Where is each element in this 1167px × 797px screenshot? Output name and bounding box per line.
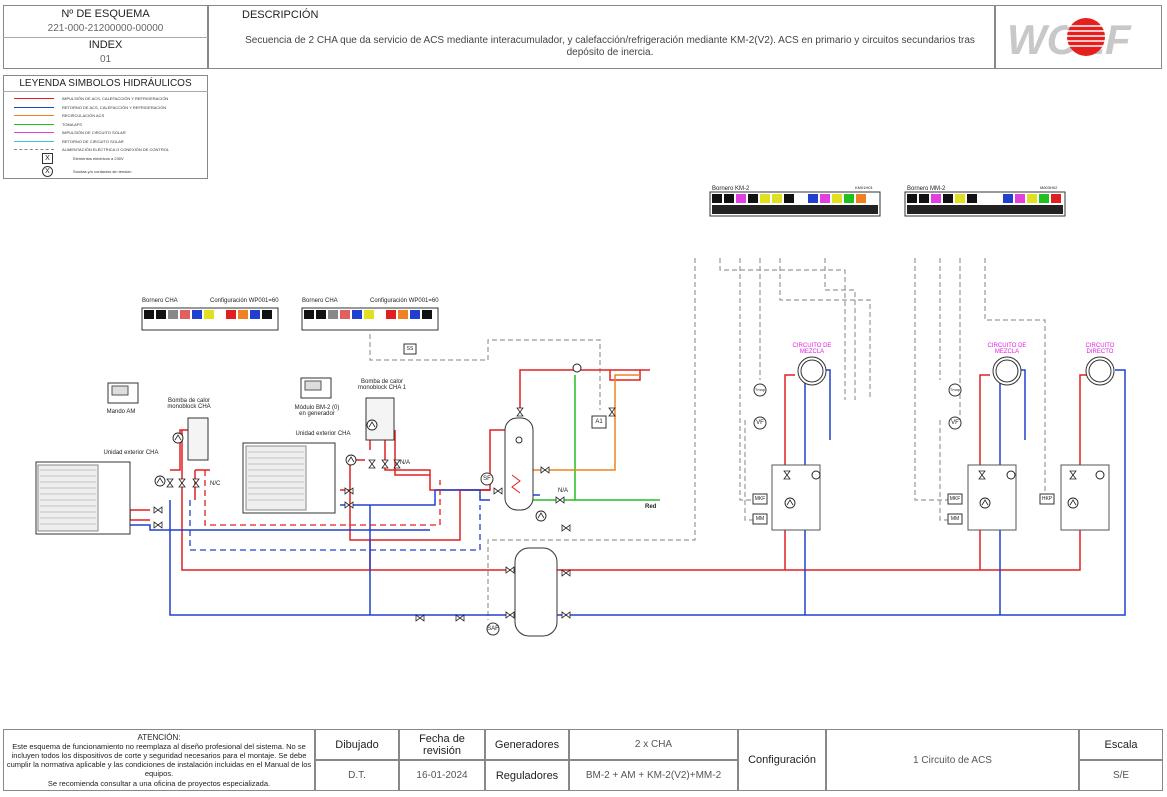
generadores-label: Generadores	[485, 729, 569, 760]
na-label-2: N/A	[558, 488, 569, 494]
legend-row: RETORNO DE CIRCUITO SOLAR	[14, 139, 124, 144]
mm-1-label: MM	[755, 516, 765, 522]
index-label: INDEX	[88, 39, 123, 51]
mkf-2-label: MKF	[949, 496, 961, 502]
hkp-label: HKP	[1041, 496, 1053, 502]
legend-line	[14, 98, 54, 99]
escala-label: Escala	[1079, 729, 1163, 760]
legend-row: IMPULSIÓN DE ACS, CALEFACCIÓN Y REFRIGER…	[14, 96, 168, 101]
circuito-directo-label: CIRCUITO DIRECTO	[1085, 343, 1115, 355]
legend-text: ALIMENTACIÓN ELÉCTRICA O CONEXIÓN DE CON…	[62, 147, 170, 152]
bomba-1-label: Bomba de calor monoblock CHA	[167, 398, 211, 410]
unidad-2-label: Unidad exterior CHA	[295, 431, 351, 437]
escala-value: S/E	[1079, 760, 1163, 791]
legend-row: TOMA AFS	[14, 122, 82, 127]
generadores-value: 2 x CHA	[569, 729, 738, 760]
index-value: 01	[99, 54, 112, 65]
legend-line	[14, 123, 54, 125]
wolf-logo: WOLF	[1003, 14, 1153, 60]
legend-line	[14, 132, 54, 133]
unidad-1-label: Unidad exterior CHA	[103, 450, 159, 456]
legend-row: IMPULSIÓN DE CIRCUITO SOLAR	[14, 130, 126, 135]
legend-row: ALIMENTACIÓN ELÉCTRICA O CONEXIÓN DE CON…	[14, 147, 169, 152]
nc-label: N/C	[210, 481, 221, 487]
reguladores-value: BM-2 + AM + KM-2(V2)+MM-2	[569, 760, 738, 791]
legend-text: IMPULSIÓN DE CIRCUITO SOLAR	[62, 130, 126, 135]
legend-symbol-row: X Elementos eléctricos a 230V	[42, 153, 124, 164]
tmop-1-label: Tmop	[754, 387, 766, 392]
scheme-label: Nº DE ESQUEMA	[61, 8, 150, 20]
outdoor-unit-1	[35, 461, 131, 535]
bornero-km2-label: Bornero KM-2	[712, 186, 750, 192]
legend-text: RECIRCULACIÓN ACS	[62, 113, 105, 118]
bornero-cha-2-strip	[301, 307, 439, 331]
legend-line	[14, 149, 54, 150]
legend-text: RETORNO DE CIRCUITO SOLAR	[62, 138, 124, 144]
bornero-mm2-strip	[904, 191, 1066, 217]
attention-text: Este esquema de funcionamiento no reempl…	[6, 742, 312, 778]
bornero-mm2-label: Bornero MM-2	[907, 186, 946, 192]
bornero-cha-1-strip	[141, 307, 279, 331]
dibujado-label: Dibujado	[315, 729, 399, 760]
bornero-km2-strip	[709, 191, 881, 217]
legend-text: TOMA AFS	[62, 121, 82, 127]
reguladores-label: Reguladores	[485, 760, 569, 791]
config-2-label: Configuración WP001=60	[370, 298, 439, 304]
na-label-1: N/A	[400, 460, 411, 466]
attention-title: ATENCIÓN:	[137, 733, 181, 742]
attention-box	[3, 729, 315, 791]
description-box	[208, 5, 995, 69]
configuracion-label: Configuración	[738, 729, 826, 791]
legend-box	[3, 75, 208, 179]
dibujado-value: D.T.	[315, 760, 399, 791]
mm-code-label: M603H02	[1040, 185, 1058, 190]
description-label: DESCRIPCIÓN	[242, 9, 319, 21]
ss-label: SS	[406, 346, 414, 352]
legend-line	[14, 140, 54, 142]
legend-symbol-text: Elementos eléctricos a 230V	[73, 156, 124, 161]
red-label: Red	[645, 504, 657, 510]
legend-symbol-row: X Sondas y/o contactos sin tensión	[42, 166, 131, 177]
boxed-x-icon: X	[42, 153, 53, 164]
description-text: Secuencia de 2 CHA que da servicio de AC…	[245, 35, 975, 58]
bomba-2-label: Bomba de calor monoblock CHA 1	[357, 379, 407, 391]
logo-box	[995, 5, 1162, 69]
circuito-mezcla-2-label: CIRCUITO DE MEZCLA	[987, 343, 1027, 355]
bornero-cha-2-label: Bornero CHA	[302, 298, 338, 304]
a1-label: A1	[595, 419, 603, 425]
tmop-2-label: Tmop	[949, 387, 961, 392]
modulo-bm2-label: Módulo BM-2 (0) en generador	[294, 405, 340, 417]
vf-2-label: VF	[951, 420, 959, 426]
km-code-label: KM01H01	[855, 185, 873, 190]
circled-x-icon: X	[42, 166, 53, 177]
legend-line	[14, 115, 54, 116]
attention-note: Se recomienda consultar a una oficina de…	[47, 779, 271, 788]
saf-label: SAF	[487, 626, 499, 632]
outdoor-unit-2	[242, 442, 336, 514]
legend-row: RETORNO DE ACS, CALEFACCIÓN Y REFRIGERAC…	[14, 105, 166, 110]
circuito-mezcla-1-label: CIRCUITO DE MEZCLA	[792, 343, 832, 355]
legend-symbol-text: Sondas y/o contactos sin tensión	[73, 169, 132, 174]
configuracion-value: 1 Circuito de ACS	[826, 729, 1079, 791]
legend-title: LEYENDA SIMBOLOS HIDRÁULICOS	[19, 78, 192, 89]
vf-1-label: VF	[756, 420, 764, 426]
legend-text: RETORNO DE ACS, CALEFACCIÓN Y REFRIGERAC…	[62, 104, 167, 110]
scheme-number: 221-000-21200000-00000	[47, 23, 164, 34]
mm-2-label: MM	[950, 516, 960, 522]
bornero-cha-1-label: Bornero CHA	[142, 298, 178, 304]
sf-label: SF	[483, 476, 491, 482]
fecha-value: 16-01-2024	[399, 760, 485, 791]
legend-row: RECIRCULACIÓN ACS	[14, 113, 104, 118]
legend-text: IMPULSIÓN DE ACS, CALEFACCIÓN Y REFRIGER…	[62, 96, 169, 101]
config-1-label: Configuración WP001=60	[210, 298, 279, 304]
fecha-label: Fecha de revisión	[399, 729, 485, 760]
mando-am-label: Mando AM	[106, 409, 136, 415]
legend-line	[14, 106, 54, 108]
mkf-1-label: MKF	[754, 496, 766, 502]
